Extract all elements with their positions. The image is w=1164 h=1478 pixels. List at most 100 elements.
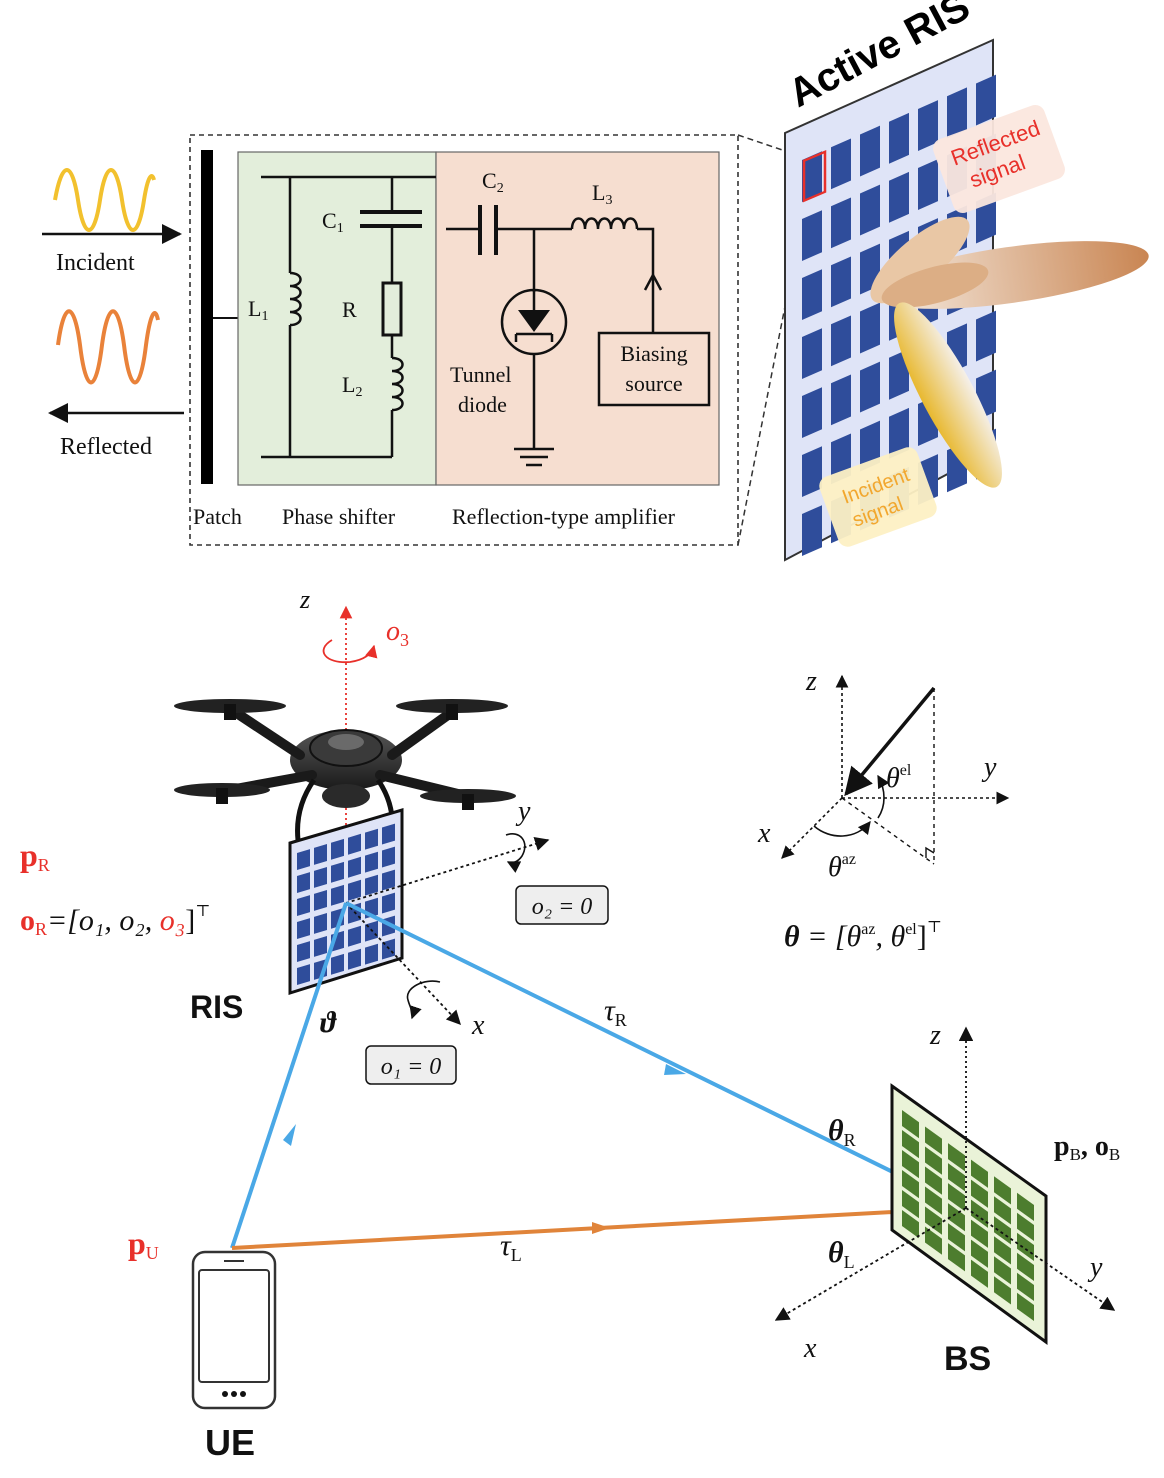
grid-cell xyxy=(994,1196,1011,1225)
grid-cell xyxy=(297,872,310,893)
ris-y-label: y xyxy=(515,796,531,827)
grid-cell xyxy=(948,1183,965,1212)
grid-cell xyxy=(889,407,909,459)
grid-cell xyxy=(860,184,880,236)
grid-cell xyxy=(860,125,880,177)
ris-x-axis xyxy=(345,902,461,1026)
o1-box xyxy=(365,1045,457,1085)
ris-highlight-cell xyxy=(802,150,827,203)
grid-cell xyxy=(348,833,361,855)
o3-label: o3 xyxy=(386,616,409,650)
grid-cell xyxy=(802,387,822,438)
grid-cell xyxy=(802,210,822,261)
incident-signal-tag xyxy=(819,447,937,547)
incident-wave xyxy=(53,168,156,232)
grid-cell xyxy=(925,1126,942,1155)
grid-cell xyxy=(382,869,395,891)
bs-x-axis xyxy=(774,1207,967,1321)
grid-cell xyxy=(948,1143,965,1172)
theta-formula: θ = [θaz, θel]⊤ xyxy=(784,919,942,953)
grid-cell xyxy=(994,1256,1011,1285)
oR-label: oR=[o₁, o₂, o₃]⊤ xyxy=(20,903,210,939)
zoom-line-top xyxy=(737,134,807,159)
grid-cell xyxy=(831,138,851,190)
theta-az-arc xyxy=(813,820,871,837)
grid-cell xyxy=(365,828,378,850)
grid-cell xyxy=(365,851,378,873)
grid-cell xyxy=(365,874,378,896)
ue-to-ris-path xyxy=(230,902,348,1249)
o1-rotation-arrow xyxy=(406,980,441,1020)
grid-cell xyxy=(918,159,938,210)
o2-rotation-arrow xyxy=(505,833,526,873)
grid-cell xyxy=(902,1210,919,1239)
ue-label: UE xyxy=(205,1422,255,1463)
tunnel-label-2: diode xyxy=(458,392,507,417)
phase-shifter-label: Phase shifter xyxy=(282,504,396,529)
grid-cell xyxy=(365,943,378,965)
angle-z-label: z xyxy=(805,666,817,697)
grid-cell xyxy=(902,1190,919,1219)
r-label: R xyxy=(342,297,357,322)
grid-cell xyxy=(994,1236,1011,1265)
amplifier-circuit xyxy=(446,205,663,467)
grid-cell xyxy=(297,849,310,870)
ris-x-label: x xyxy=(471,1010,485,1041)
bs-cells xyxy=(902,1110,1034,1322)
grid-cell xyxy=(831,256,851,308)
grid-cell xyxy=(331,884,344,906)
grid-cell xyxy=(314,844,327,865)
theta-el-arc xyxy=(877,774,890,819)
grid-cell xyxy=(976,310,996,362)
grid-cell xyxy=(925,1146,942,1175)
amplifier-box xyxy=(435,151,720,486)
grid-cell xyxy=(331,861,344,883)
biasing-source-label-1: Biasing xyxy=(620,341,687,366)
scene-section: z o3 y o₂ = 0 x xyxy=(20,585,1120,1463)
grid-cell xyxy=(947,87,967,139)
incident-lobe xyxy=(894,302,1002,488)
grid-cell xyxy=(902,1170,919,1199)
grid-cell xyxy=(297,918,310,939)
phone-icon xyxy=(191,1250,277,1410)
grid-cell xyxy=(1017,1212,1034,1242)
grid-cell xyxy=(1017,1252,1034,1282)
thetaL-label: θL xyxy=(828,1236,855,1272)
grid-cell xyxy=(802,151,822,202)
bs-x-label: x xyxy=(803,1333,817,1364)
active-ris-panel: Active RIS Reflected signal Incident sig… xyxy=(782,0,1149,562)
grid-cell xyxy=(948,1163,965,1192)
l3-label: L3 xyxy=(592,180,612,208)
grid-cell xyxy=(1017,1292,1034,1322)
grid-cell xyxy=(971,1259,988,1288)
grid-cell xyxy=(925,1166,942,1195)
drone-icon xyxy=(174,699,516,841)
biasing-source-label-2: source xyxy=(625,371,682,396)
theta-az-label: θaz xyxy=(828,851,856,883)
grid-cell xyxy=(994,1276,1011,1305)
grid-cell xyxy=(802,505,822,556)
grid-cell xyxy=(860,361,880,413)
grid-cell xyxy=(889,112,909,164)
tauR-label: τR xyxy=(604,994,627,1030)
grid-cell xyxy=(971,1199,988,1228)
grid-cell xyxy=(1017,1192,1034,1222)
grid-cell xyxy=(860,302,880,354)
grid-cell xyxy=(948,1203,965,1232)
grid-cell xyxy=(314,936,327,957)
grid-cell xyxy=(889,348,909,400)
grid-cell xyxy=(918,100,938,151)
grid-cell xyxy=(331,953,344,975)
grid-cell xyxy=(382,823,395,845)
grid-cell xyxy=(971,1239,988,1268)
grid-cell xyxy=(971,1219,988,1248)
grid-cell xyxy=(348,925,361,947)
grid-cell xyxy=(1017,1272,1034,1302)
grid-cell xyxy=(925,1186,942,1215)
grid-cell xyxy=(831,315,851,367)
grid-cell xyxy=(925,1226,942,1255)
grid-cell xyxy=(802,328,822,379)
angle-definition: z y x θel θaz θ = [θaz, θel]⊤ xyxy=(757,666,1010,953)
bs-label: BS xyxy=(944,1340,991,1378)
